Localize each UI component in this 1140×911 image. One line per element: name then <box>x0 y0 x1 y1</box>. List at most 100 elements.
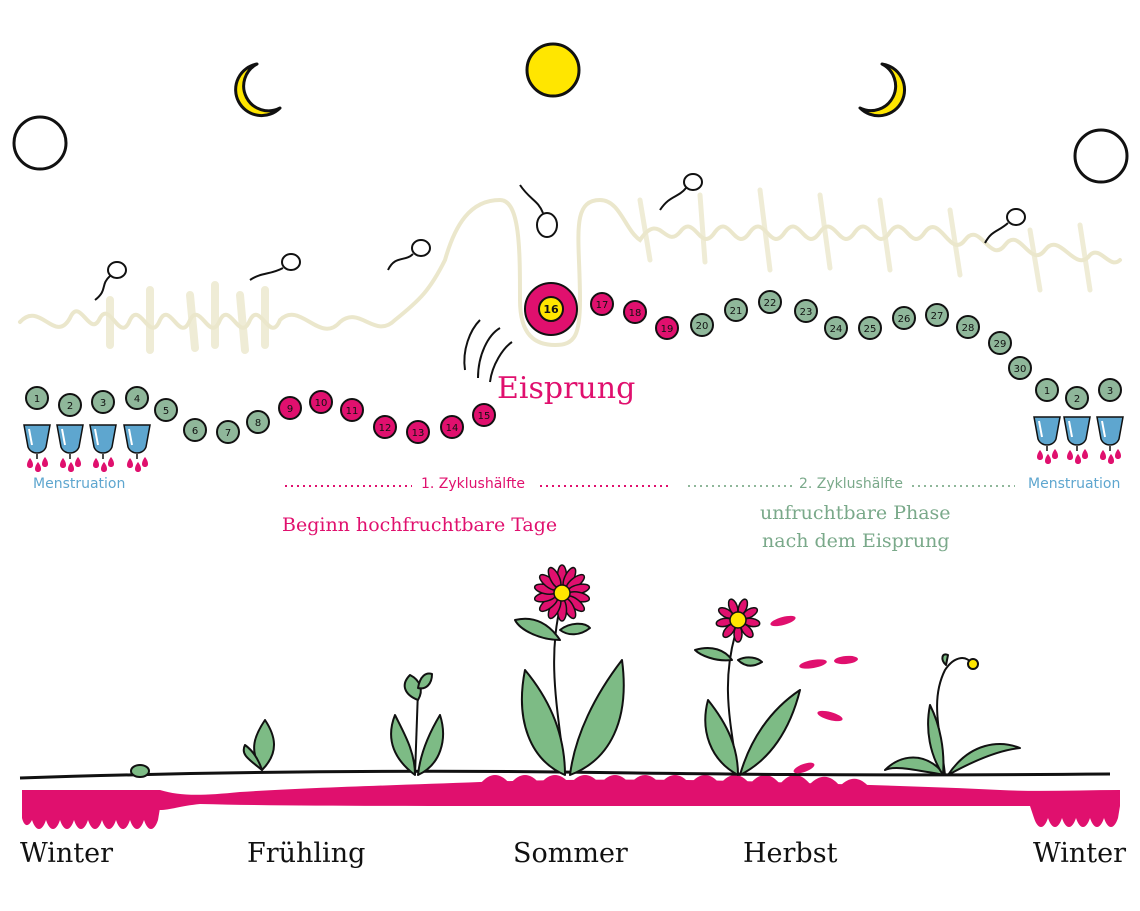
day-number: 26 <box>898 314 911 325</box>
season-spring: Frühling <box>247 838 366 869</box>
cycle-day: 25 <box>858 316 882 340</box>
lining-drips-right <box>1030 806 1120 827</box>
blood-drop-icon <box>127 458 133 468</box>
day-number: 11 <box>346 406 359 417</box>
infertile-phase-label-1: unfruchtbare Phase <box>760 502 951 524</box>
day-number: 16 <box>543 303 559 316</box>
day-number: 18 <box>629 308 642 319</box>
blood-drop-icon <box>68 462 74 472</box>
seed-icon <box>130 764 150 778</box>
fertile-days-label: Beginn hochfruchtbare Tage <box>282 514 558 536</box>
day-number: 3 <box>1107 386 1113 397</box>
day-number: 25 <box>864 324 877 335</box>
blood-drop-icon <box>1067 450 1073 460</box>
day-number: 23 <box>800 307 813 318</box>
full-moon-icon <box>525 42 581 98</box>
cycle-day: 12 <box>373 415 397 439</box>
day-number: 24 <box>830 324 843 335</box>
infertile-phase-label-2: nach dem Eisprung <box>762 530 950 552</box>
blood-drop-icon <box>108 457 114 467</box>
ovulation-day: 16 <box>524 282 578 336</box>
petal-icon <box>799 659 827 669</box>
day-number: 3 <box>100 398 106 409</box>
cycle-day: 15 <box>472 403 496 427</box>
sperm-group <box>94 173 1026 301</box>
day-number: 6 <box>192 426 198 437</box>
cycle-day: 3 <box>1098 378 1122 402</box>
sperm-icon <box>984 208 1026 244</box>
cycle-day: 24 <box>824 316 848 340</box>
plants <box>130 564 1021 778</box>
cycle-day: 26 <box>892 306 916 330</box>
blood-drop-icon <box>1045 454 1051 464</box>
sperm-icon <box>94 261 127 301</box>
mucus-wave <box>18 187 1122 354</box>
day-number: 1 <box>34 394 40 405</box>
day-number: 22 <box>764 298 777 309</box>
cycle-day: 1 <box>25 386 49 410</box>
moon-row <box>12 42 1129 184</box>
menstrual-cup-icon <box>1096 416 1124 464</box>
blood-drop-icon <box>142 457 148 467</box>
day-number: 2 <box>67 401 73 412</box>
uterine-lining <box>22 775 1120 829</box>
petal-icon <box>793 762 815 774</box>
cycle-day: 19 <box>655 316 679 340</box>
cycle-day: 9 <box>278 396 302 420</box>
cycle-day: 30 <box>1008 356 1032 380</box>
blood-drop-icon <box>101 462 107 472</box>
blood-drop-icon <box>75 457 81 467</box>
petal-icon <box>817 710 843 722</box>
day-number: 13 <box>412 428 425 439</box>
second-half-label: 2. Zyklushälfte <box>799 476 903 492</box>
day-number: 5 <box>163 406 169 417</box>
day-number: 27 <box>931 311 944 322</box>
blood-drop-icon <box>135 462 141 472</box>
petal-icon <box>770 615 796 627</box>
blood-drop-icon <box>1082 449 1088 459</box>
blood-drop-icon <box>42 457 48 467</box>
blood-drop-icon <box>60 458 66 468</box>
menstrual-cup-icon <box>1063 416 1091 464</box>
season-autumn: Herbst <box>743 838 838 869</box>
sperm-icon <box>387 239 431 271</box>
lining-drips-left <box>22 808 160 829</box>
new-moon-icon <box>12 115 68 171</box>
cycle-day: 4 <box>125 386 149 410</box>
menstruation-label-left: Menstruation <box>33 476 126 492</box>
sperm-icon <box>249 253 301 281</box>
menstrual-cup-icon <box>23 424 51 472</box>
blood-drop-icon <box>1075 454 1081 464</box>
day-number: 12 <box>379 423 392 434</box>
waning-crescent-icon <box>858 62 907 118</box>
cycle-day: 5 <box>154 398 178 422</box>
day-number: 28 <box>962 323 975 334</box>
ovulation-motion-lines <box>463 319 513 383</box>
day-number: 21 <box>730 306 743 317</box>
day-number: 19 <box>661 324 674 335</box>
summer-flower-icon <box>514 564 625 776</box>
season-winter-left: Winter <box>20 838 114 869</box>
young-plant-icon <box>390 672 444 776</box>
cycle-day: 22 <box>758 290 782 314</box>
cycle-day: 11 <box>340 398 364 422</box>
day-number: 20 <box>696 321 709 332</box>
autumn-flower-icon <box>694 598 801 776</box>
day-number: 7 <box>225 428 231 439</box>
cycle-day: 28 <box>956 315 980 339</box>
menstrual-cup-icon <box>89 424 117 472</box>
sperm-icon <box>659 173 703 211</box>
menstrual-cup-icon <box>1033 416 1061 464</box>
cycle-day: 2 <box>1065 386 1089 410</box>
blood-drop-icon <box>1115 449 1121 459</box>
lining-bumps <box>480 775 870 796</box>
blood-drop-icon <box>1108 454 1114 464</box>
first-half-label: 1. Zyklushälfte <box>421 476 525 492</box>
waxing-crescent-icon <box>234 62 282 118</box>
day-number: 2 <box>1074 394 1080 405</box>
wilted-flower-head <box>967 658 979 670</box>
day-number: 14 <box>446 423 459 434</box>
